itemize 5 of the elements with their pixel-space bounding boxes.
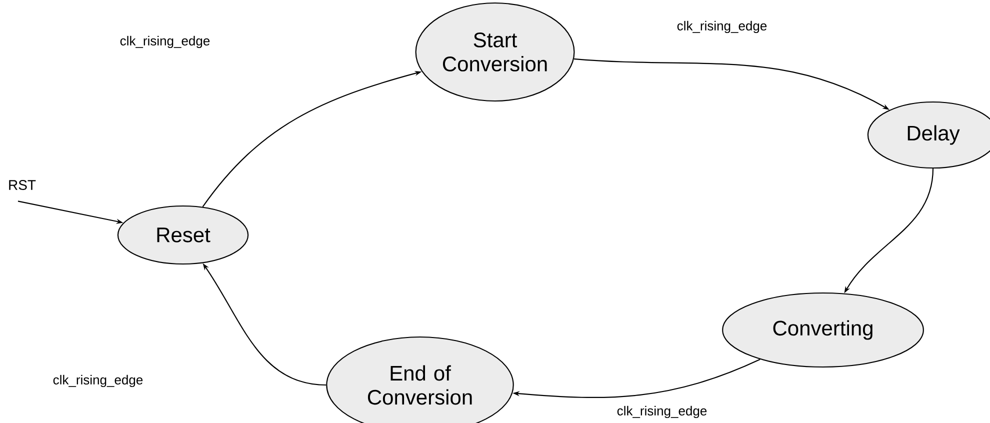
transition-label: clk_rising_edge [120, 36, 210, 48]
input-label: RST [9, 180, 36, 190]
transition-label: clk_rising_edge [677, 20, 767, 34]
transition-label: clk_rising_edge [617, 406, 707, 418]
transition-label: clk_rising_edge [53, 374, 143, 388]
